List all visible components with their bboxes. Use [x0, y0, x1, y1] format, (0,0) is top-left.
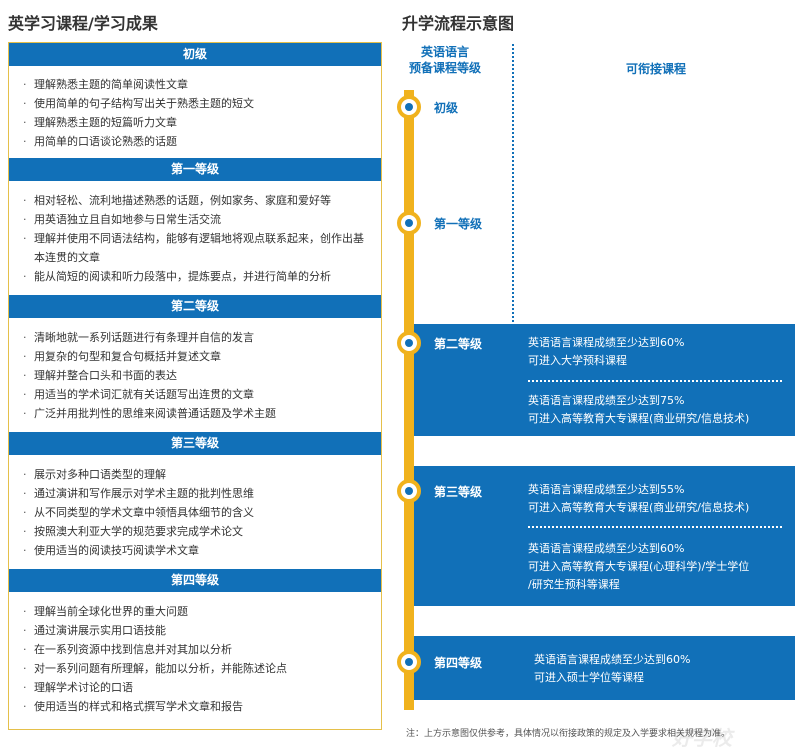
outcome-item: 理解学术讨论的口语 — [23, 678, 369, 697]
stage-node-icon — [397, 95, 421, 119]
outcome-item: 在一系列资源中找到信息并对其加以分析 — [23, 640, 369, 659]
pathway-option: 英语语言课程成绩至少达到60% 可进入大学预科课程 — [528, 334, 790, 370]
pathway-option: 英语语言课程成绩至少达到60% 可进入硕士学位等课程 — [534, 651, 796, 687]
outcome-item: 用复杂的句型和复合句概括并复述文章 — [23, 347, 369, 366]
pathway-course: 可进入大学预科课程 — [528, 354, 627, 367]
level-heading-4: 第四等级 — [9, 569, 381, 592]
outcome-item: 使用简单的句子结构写出关于熟悉主题的短文 — [23, 94, 369, 113]
prep-level-column-header: 英语语言 预备课程等级 — [404, 44, 486, 76]
outcome-item: 能从简短的阅读和听力段落中，提炼要点，并进行简单的分析 — [23, 267, 369, 286]
outcome-item: 相对轻松、流利地描述熟悉的话题，例如家务、家庭和爱好等 — [23, 191, 369, 210]
outcome-item: 理解并使用不同语法结构，能够有逻辑地将观点联系起来，创作出基本连贯的文章 — [23, 229, 369, 267]
pathway-option: 英语语言课程成绩至少达到60% 可进入高等教育大专课程(心理科学)/学士学位 /… — [528, 540, 790, 594]
course-column-header: 可衔接课程 — [625, 62, 686, 76]
pathway-course: 可进入高等教育大专课程(心理科学)/学士学位 — [528, 560, 750, 573]
level-list-beginner: 理解熟悉主题的简单阅读性文章 使用简单的句子结构写出关于熟悉主题的短文 理解熟悉… — [9, 75, 381, 151]
level-list-1: 相对轻松、流利地描述熟悉的话题，例如家务、家庭和爱好等 用英语独立且自如地参与日… — [9, 191, 381, 286]
level-heading-beginner: 初级 — [9, 43, 381, 66]
stage-node-icon — [397, 650, 421, 674]
outcome-item: 理解熟悉主题的短篇听力文章 — [23, 113, 369, 132]
outcome-item: 使用适当的样式和格式撰写学术文章和报告 — [23, 697, 369, 716]
curriculum-title: 英学习课程/学习成果 — [8, 14, 158, 33]
outcome-item: 对一系列问题有所理解，能加以分析，并能陈述论点 — [23, 659, 369, 678]
curriculum-panel: 初级 理解熟悉主题的简单阅读性文章 使用简单的句子结构写出关于熟悉主题的短文 理… — [8, 42, 382, 730]
level-list-3: 展示对多种口语类型的理解 通过演讲和写作展示对学术主题的批判性思维 从不同类型的… — [9, 465, 381, 560]
level-heading-3: 第三等级 — [9, 432, 381, 455]
outcome-item: 用英语独立且自如地参与日常生活交流 — [23, 210, 369, 229]
pathway-requirement: 英语语言课程成绩至少达到60% — [528, 542, 685, 555]
col-header-line: 预备课程等级 — [408, 61, 481, 75]
pathway-course: 可进入硕士学位等课程 — [534, 671, 644, 684]
level-heading-1: 第一等级 — [9, 158, 381, 181]
outcome-item: 理解熟悉主题的简单阅读性文章 — [23, 75, 369, 94]
outcome-item: 通过演讲和写作展示对学术主题的批判性思维 — [23, 484, 369, 503]
outcome-item: 展示对多种口语类型的理解 — [23, 465, 369, 484]
outcome-item: 使用适当的阅读技巧阅读学术文章 — [23, 541, 369, 560]
pathway-course: /研究生预科等课程 — [528, 578, 620, 591]
pathway-requirement: 英语语言课程成绩至少达到55% — [528, 483, 685, 496]
pathway-requirement: 英语语言课程成绩至少达到75% — [528, 394, 685, 407]
watermark-logo: 好学校 — [672, 726, 732, 748]
stage-label-1: 第一等级 — [434, 217, 483, 231]
stage-label-4: 第四等级 — [434, 656, 483, 670]
stage-node-icon — [397, 331, 421, 355]
stage-node-icon — [397, 479, 421, 503]
outcome-item: 用适当的学术词汇就有关话题写出连贯的文章 — [23, 385, 369, 404]
pathway-requirement: 英语语言课程成绩至少达到60% — [528, 336, 685, 349]
stage-label-3: 第三等级 — [434, 485, 483, 499]
outcome-item: 从不同类型的学术文章中领悟具体细节的含义 — [23, 503, 369, 522]
outcome-item: 按照澳大利亚大学的规范要求完成学术论文 — [23, 522, 369, 541]
outcome-item: 广泛并用批判性的思维来阅读普通话题及学术主题 — [23, 404, 369, 423]
outcome-item: 理解并整合口头和书面的表达 — [23, 366, 369, 385]
pathway-course: 可进入高等教育大专课程(商业研究/信息技术) — [528, 501, 750, 514]
outcome-item: 通过演讲展示实用口语技能 — [23, 621, 369, 640]
column-divider — [512, 44, 514, 326]
pathway-option: 英语语言课程成绩至少达到75% 可进入高等教育大专课程(商业研究/信息技术) — [528, 392, 790, 428]
stage-label-beginner: 初级 — [434, 101, 459, 115]
stage-block-level-4 — [414, 636, 795, 700]
pathway-option: 英语语言课程成绩至少达到55% 可进入高等教育大专课程(商业研究/信息技术) — [528, 481, 790, 517]
option-separator — [528, 380, 782, 382]
level-heading-2: 第二等级 — [9, 295, 381, 318]
level-list-2: 清晰地就一系列话题进行有条理并自信的发言 用复杂的句型和复合句概括并复述文章 理… — [9, 328, 381, 423]
pathway-requirement: 英语语言课程成绩至少达到60% — [534, 653, 691, 666]
stage-block-level-3 — [414, 466, 795, 606]
outcome-item: 清晰地就一系列话题进行有条理并自信的发言 — [23, 328, 369, 347]
pathway-title: 升学流程示意图 — [402, 14, 515, 33]
outcome-item: 用简单的口语谈论熟悉的话题 — [23, 132, 369, 151]
stage-label-2: 第二等级 — [434, 337, 483, 351]
pathway-course: 可进入高等教育大专课程(商业研究/信息技术) — [528, 412, 750, 425]
level-list-4: 理解当前全球化世界的重大问题 通过演讲展示实用口语技能 在一系列资源中找到信息并… — [9, 602, 381, 716]
progress-track — [404, 90, 414, 710]
outcome-item: 理解当前全球化世界的重大问题 — [23, 602, 369, 621]
option-separator — [528, 526, 782, 528]
footnote: 注：上方示意图仅供参考，具体情况以衔接政策的规定及入学要求相关规程为准。 — [406, 729, 731, 739]
col-header-line: 英语语言 — [420, 45, 469, 59]
stage-node-icon — [397, 211, 421, 235]
